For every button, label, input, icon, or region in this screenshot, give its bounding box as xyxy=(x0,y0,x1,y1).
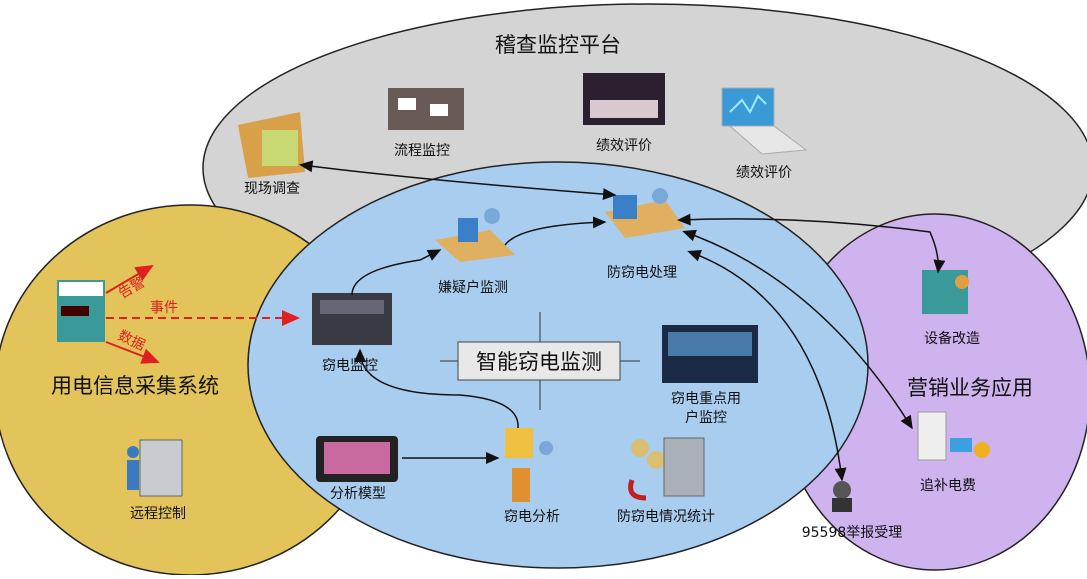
analysis-model-label: 分析模型 xyxy=(330,486,386,502)
process-monitor-icon xyxy=(388,88,464,130)
marketing-title: 营销业务应用 xyxy=(907,376,1033,400)
billing-chart-icon xyxy=(917,411,990,461)
remote-control-label: 远程控制 xyxy=(130,506,186,522)
center-title-box: 智能窃电监测 xyxy=(440,312,640,410)
svg-text:智能窃电监测: 智能窃电监测 xyxy=(476,350,602,374)
performance-eval-label-1: 绩效评价 xyxy=(596,138,652,154)
analyst-icon xyxy=(505,428,553,502)
collection-system-title: 用电信息采集系统 xyxy=(51,374,219,398)
equipment-upgrade-label: 设备改造 xyxy=(924,330,980,347)
control-room-icon xyxy=(312,293,392,345)
onsite-investigation-label: 现场调查 xyxy=(244,181,300,197)
alarm-arrow xyxy=(105,264,154,294)
process-monitor-label: 流程监控 xyxy=(394,143,450,159)
hotline-report-label: 95598举报受理 xyxy=(802,525,903,541)
meter-device-icon xyxy=(57,280,105,342)
suspect-monitor-label: 嫌疑户监测 xyxy=(438,279,508,296)
key-user-monitor-label-1: 窃电重点用 xyxy=(671,391,741,407)
keyboard-icon xyxy=(583,73,665,125)
flow-arrows xyxy=(299,160,946,482)
safe-icon xyxy=(127,439,183,497)
key-user-monitor-label-2: 户监控 xyxy=(685,409,727,426)
theft-handling-icon xyxy=(605,188,685,238)
laptop-icon xyxy=(721,87,808,155)
operator-icon xyxy=(832,481,852,512)
theft-analysis-label: 窃电分析 xyxy=(504,509,560,525)
analysis-model-icon xyxy=(316,436,398,482)
suspect-monitor-icon xyxy=(435,208,515,262)
data-arrow xyxy=(105,341,160,364)
equipment-upgrade-icon xyxy=(922,270,969,314)
theft-statistics-label: 防窃电情况统计 xyxy=(617,509,715,525)
video-wall-icon xyxy=(662,325,758,383)
theft-monitor-label: 窃电监控 xyxy=(322,358,378,374)
performance-eval-label-2: 绩效评价 xyxy=(736,165,792,181)
event-label: 事件 xyxy=(150,300,178,316)
building-icon xyxy=(238,112,305,178)
recover-fee-label: 追补电费 xyxy=(920,478,976,494)
theft-handling-label: 防窃电处理 xyxy=(607,265,677,281)
audit-platform-title: 稽查监控平台 xyxy=(495,33,621,57)
